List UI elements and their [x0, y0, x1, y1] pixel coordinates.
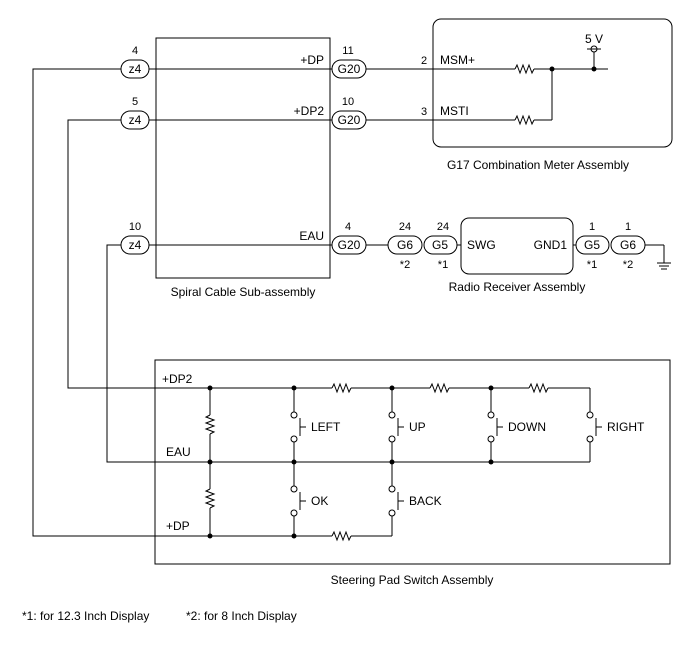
svg-text:*1: *1	[438, 259, 448, 271]
meter-supply-label: 5 V	[585, 32, 603, 46]
switch-left: LEFT	[290, 411, 341, 443]
pad-resistor-bottom	[331, 530, 352, 542]
meter-terminal-msti: MSTI	[440, 104, 469, 118]
combination-meter-box	[432, 18, 673, 148]
pad-junction	[389, 459, 395, 465]
meter-terminal-msm: MSM+	[440, 53, 475, 67]
svg-text:z4: z4	[129, 62, 142, 76]
spiral-terminal-eau: EAU	[299, 229, 324, 243]
radio-receiver-name: Radio Receiver Assembly	[449, 280, 586, 294]
connector-g6-left: G6 24 *2	[387, 221, 423, 271]
svg-text:*2: *2	[623, 259, 633, 271]
svg-text:1: 1	[589, 221, 595, 233]
pad-resistor-top-1	[331, 382, 352, 394]
svg-text:24: 24	[437, 221, 449, 233]
meter-resistor-msti	[514, 114, 535, 126]
connector-g5-left: G5 24 *1	[423, 221, 458, 271]
svg-text:z4: z4	[129, 113, 142, 127]
switch-label: UP	[409, 420, 426, 434]
footnote-2: *2: for 8 Inch Display	[186, 609, 297, 623]
pad-terminal-dp: +DP	[166, 519, 190, 533]
svg-text:G6: G6	[397, 238, 413, 252]
pad-junction	[291, 459, 297, 465]
svg-text:10: 10	[129, 221, 141, 233]
spiral-terminal-dp2: +DP2	[294, 104, 325, 118]
svg-text:G6: G6	[620, 238, 636, 252]
svg-text:11: 11	[342, 45, 353, 57]
connector-g20-c: G20 4	[331, 221, 367, 255]
wire-dp2	[67, 119, 210, 389]
meter-junction	[549, 66, 555, 72]
pad-resistor-top-3	[528, 382, 549, 394]
pad-resistor-left-1	[204, 414, 216, 435]
spiral-cable-box	[155, 37, 331, 279]
radio-receiver-box	[460, 217, 574, 275]
pad-junction	[488, 385, 494, 391]
svg-text:G20: G20	[338, 113, 361, 127]
pad-resistor-left-2	[204, 488, 216, 509]
pad-junction	[207, 459, 213, 465]
connector-g20-b: G20 10	[331, 96, 367, 130]
switch-label: DOWN	[508, 420, 546, 434]
svg-text:*2: *2	[400, 259, 410, 271]
connector-z4-a: z4 4	[120, 45, 150, 79]
pad-junction	[207, 533, 213, 539]
pad-junction	[488, 459, 494, 465]
pad-resistor-top-2	[429, 382, 450, 394]
spiral-terminal-dp: +DP	[300, 53, 324, 67]
switch-label: BACK	[409, 494, 442, 508]
pad-junction	[291, 533, 297, 539]
pad-terminal-dp2: +DP2	[162, 372, 193, 386]
switch-label: LEFT	[311, 420, 341, 434]
supply-junction	[591, 66, 597, 72]
svg-text:G20: G20	[338, 62, 361, 76]
switch-up: UP	[388, 411, 426, 443]
steering-pad-name: Steering Pad Switch Assembly	[331, 573, 494, 587]
spiral-cable-name: Spiral Cable Sub-assembly	[171, 285, 316, 299]
svg-text:z4: z4	[129, 238, 142, 252]
pad-terminal-eau: EAU	[166, 445, 191, 459]
pad-junction	[207, 385, 213, 391]
switch-label: OK	[311, 494, 328, 508]
svg-text:*1: *1	[587, 259, 597, 271]
radio-terminal-gnd1: GND1	[534, 238, 568, 252]
meter-pin-msti: 3	[421, 106, 427, 118]
svg-text:G20: G20	[338, 238, 361, 252]
wire-dp	[32, 68, 210, 537]
svg-text:10: 10	[342, 96, 354, 108]
meter-resistor-msm	[514, 63, 535, 75]
connector-z4-b: z4 5	[120, 96, 150, 130]
switch-ok: OK	[290, 485, 328, 517]
radio-terminal-swg: SWG	[467, 238, 496, 252]
switch-right: RIGHT	[586, 411, 645, 443]
svg-text:G5: G5	[584, 238, 600, 252]
pad-junction	[291, 385, 297, 391]
switch-back: BACK	[388, 485, 442, 517]
switch-label: RIGHT	[607, 420, 645, 434]
svg-text:24: 24	[399, 221, 411, 233]
connector-g6-right: G6 1 *2	[610, 221, 646, 271]
footnote-1: *1: for 12.3 Inch Display	[22, 609, 149, 623]
wire-eau	[106, 244, 210, 463]
svg-text:G5: G5	[432, 238, 448, 252]
svg-text:4: 4	[132, 45, 138, 57]
combination-meter-name: G17 Combination Meter Assembly	[447, 158, 629, 172]
meter-pin-msm: 2	[421, 55, 427, 67]
svg-text:4: 4	[345, 221, 351, 233]
pad-junction	[389, 385, 395, 391]
svg-text:5: 5	[132, 96, 138, 108]
switch-down: DOWN	[487, 411, 546, 443]
connector-z4-c: z4 10	[120, 221, 150, 255]
connector-g5-right: G5 1 *1	[575, 221, 610, 271]
svg-text:1: 1	[625, 221, 631, 233]
connector-g20-a: G20 11	[331, 45, 367, 79]
